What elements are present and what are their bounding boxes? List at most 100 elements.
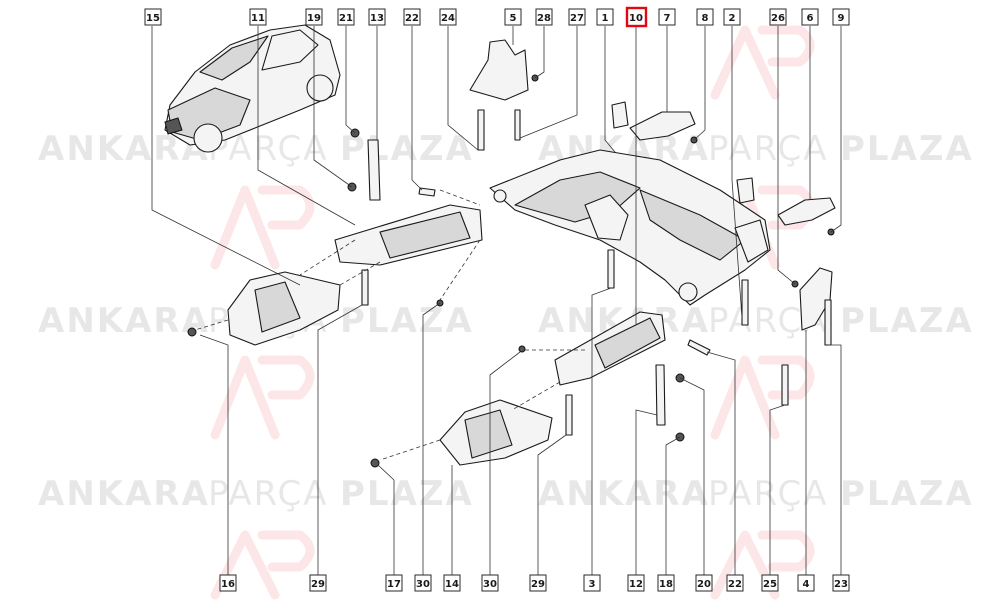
label-box [596, 8, 614, 26]
label-box [529, 574, 547, 592]
label-text: 13 [370, 13, 384, 24]
leader-9 [830, 26, 842, 233]
part-label-4[interactable]: 4 [797, 574, 815, 592]
label-text: 22 [728, 579, 742, 590]
part-label-28[interactable]: 28 [535, 8, 553, 26]
label-text: 29 [531, 579, 545, 590]
part-label-15[interactable]: 15 [144, 8, 162, 26]
leader-29-left [317, 304, 363, 575]
part-label-27[interactable]: 27 [568, 8, 586, 26]
part-label-20[interactable]: 20 [695, 574, 713, 592]
watermark-word-parca: PARÇA [708, 474, 829, 514]
part-label-29[interactable]: 29 [309, 574, 327, 592]
leader-12 [635, 409, 658, 575]
part-label-18[interactable]: 18 [657, 574, 675, 592]
label-text: 6 [807, 13, 814, 24]
leader-22-top [411, 26, 423, 191]
subframe-mount-left [584, 194, 629, 241]
part-label-13[interactable]: 13 [368, 8, 386, 26]
part-label-17[interactable]: 17 [385, 574, 403, 592]
leader-8 [693, 26, 706, 141]
part-label-22[interactable]: 22 [403, 8, 421, 26]
leader-11 [257, 26, 356, 226]
subframe-rear-crossmember [639, 189, 746, 261]
leader-18 [665, 436, 681, 575]
leader-17 [377, 464, 395, 575]
watermark-word-parca: PARÇA [208, 474, 329, 514]
label-text: 7 [664, 13, 671, 24]
part-label-30[interactable]: 30 [414, 574, 432, 592]
labels-bottom-row: 16 29 17 30 14 30 29 3 12 18 20 22 25 4 … [219, 574, 850, 592]
link-bracket-6 [777, 197, 836, 226]
label-text: 28 [537, 13, 551, 24]
assembly-line [379, 439, 441, 461]
label-box [481, 574, 499, 592]
bushing-2 [736, 177, 755, 204]
label-box [414, 574, 432, 592]
label-box-highlighted [625, 6, 648, 28]
label-box [658, 8, 676, 26]
watermark-word-ankara: ANKARA [538, 474, 710, 514]
part-label-21[interactable]: 21 [337, 8, 355, 26]
label-box [305, 8, 323, 26]
part-label-2[interactable]: 2 [723, 8, 741, 26]
nut-17 [370, 458, 380, 468]
label-text: 21 [339, 13, 353, 24]
watermark-word-ankara: ANKARA [38, 301, 210, 341]
part-label-10-highlighted[interactable]: 10 [625, 6, 648, 28]
part-label-7[interactable]: 7 [658, 8, 676, 26]
label-text: 27 [570, 13, 584, 24]
label-text: 20 [697, 579, 711, 590]
part-label-22[interactable]: 22 [726, 574, 744, 592]
assembly-lines [194, 189, 585, 461]
part-label-23[interactable]: 23 [832, 574, 850, 592]
part-label-6[interactable]: 6 [801, 8, 819, 26]
part-label-16[interactable]: 16 [219, 574, 237, 592]
label-box [219, 574, 237, 592]
part-label-19[interactable]: 19 [305, 8, 323, 26]
part-label-25[interactable]: 25 [761, 574, 779, 592]
label-text: 8 [702, 13, 709, 24]
label-box [657, 574, 675, 592]
part-label-30[interactable]: 30 [481, 574, 499, 592]
part-label-5[interactable]: 5 [504, 8, 522, 26]
label-box [568, 8, 586, 26]
label-box [443, 574, 461, 592]
part-label-26[interactable]: 26 [769, 8, 787, 26]
leader-lines [151, 26, 842, 575]
part-label-1[interactable]: 1 [596, 8, 614, 26]
leader-23 [828, 344, 842, 575]
nut-30-lower [518, 345, 526, 353]
car-windshield [199, 35, 269, 81]
watermark-row-1: ANKARA PARÇA PLAZA ANKARA PARÇA PLAZA [38, 129, 972, 169]
part-label-9[interactable]: 9 [832, 8, 850, 26]
label-text: 11 [251, 13, 265, 24]
part-label-12[interactable]: 12 [627, 574, 645, 592]
part-label-14[interactable]: 14 [443, 574, 461, 592]
label-text: 25 [763, 579, 777, 590]
car-headlight [164, 117, 183, 135]
label-text: 30 [416, 579, 430, 590]
part-label-24[interactable]: 24 [439, 8, 457, 26]
label-box [627, 574, 645, 592]
label-box [144, 8, 162, 26]
part-label-3[interactable]: 3 [583, 574, 601, 592]
part-label-11[interactable]: 11 [249, 8, 267, 26]
label-box [695, 574, 713, 592]
leader-1 [604, 26, 616, 153]
engine-mount-5 [469, 39, 529, 101]
label-box [696, 8, 714, 26]
part-label-8[interactable]: 8 [696, 8, 714, 26]
label-text: 16 [221, 579, 235, 590]
part-label-29[interactable]: 29 [529, 574, 547, 592]
label-box [535, 8, 553, 26]
watermark-logo-icon [210, 355, 315, 440]
fasteners [187, 74, 835, 468]
leader-21 [345, 26, 356, 134]
bolt-23 [824, 299, 832, 346]
label-text: 12 [629, 579, 643, 590]
bolt-27 [514, 109, 521, 141]
label-box [309, 574, 327, 592]
leader-30-right [489, 351, 521, 575]
label-text: 3 [589, 579, 596, 590]
